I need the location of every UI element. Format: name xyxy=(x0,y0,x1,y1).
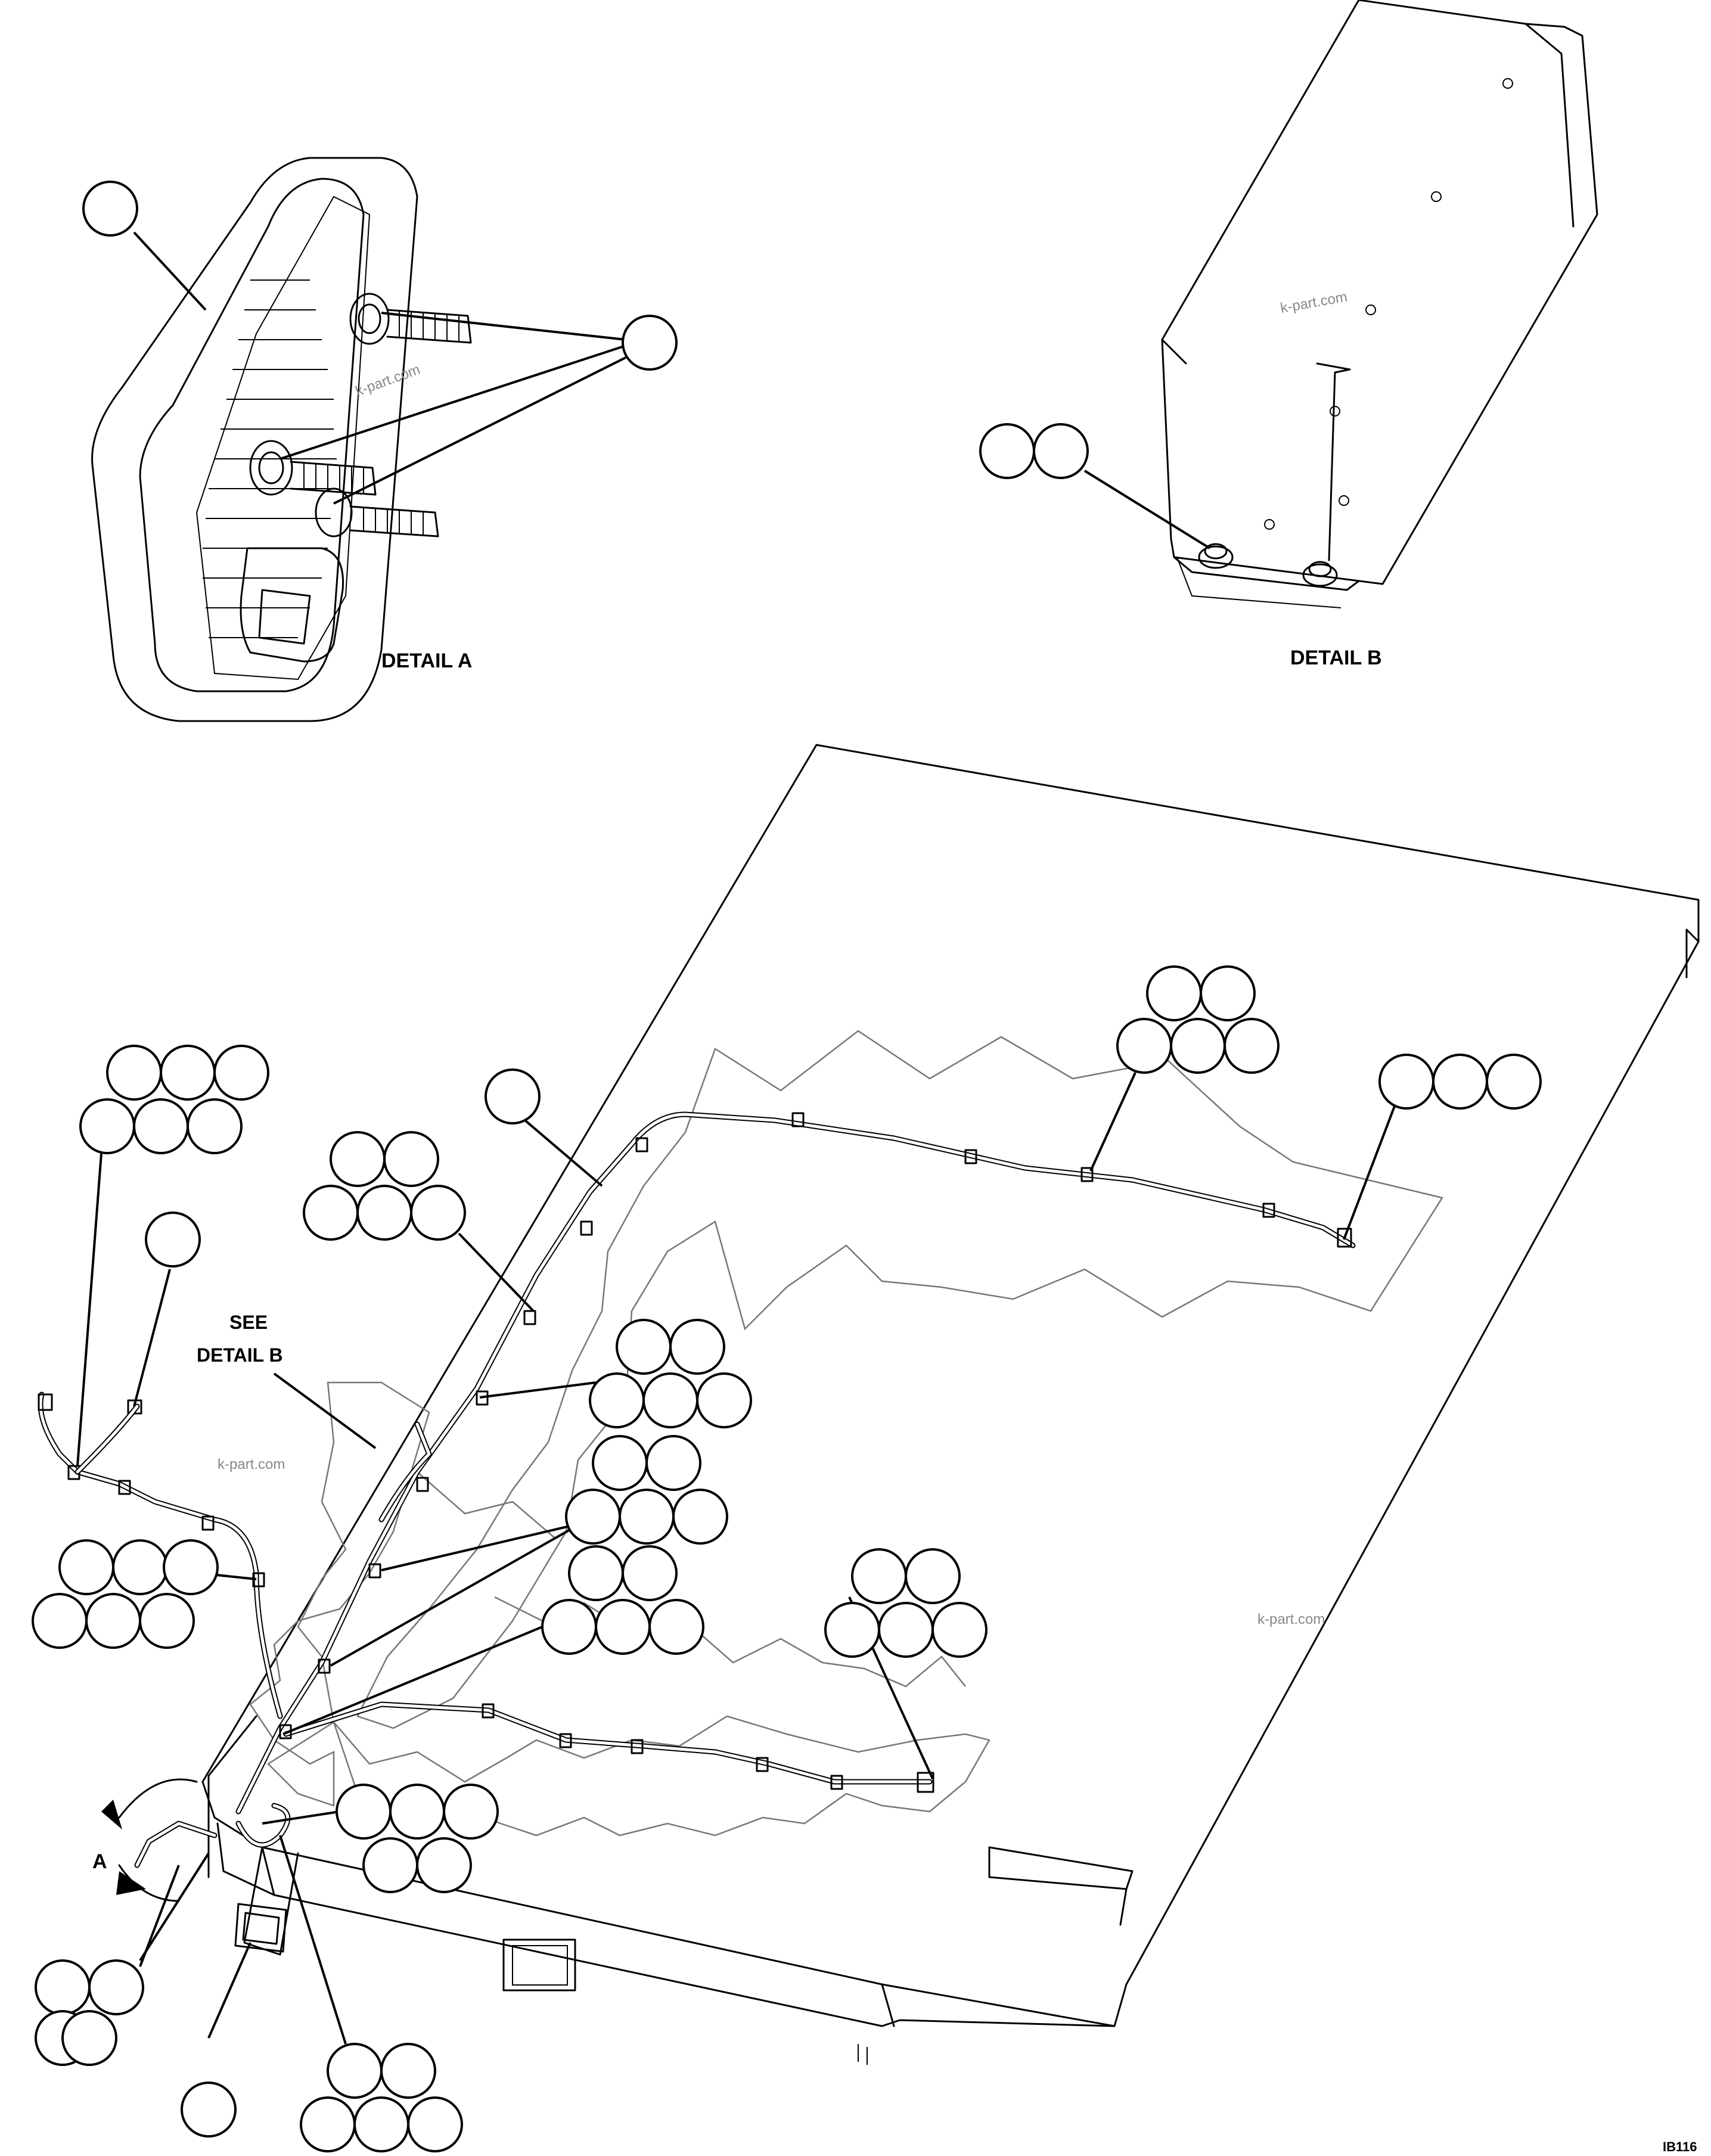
stud-lower xyxy=(315,487,439,538)
detail-a-label: DETAIL A xyxy=(381,650,472,672)
detail-b-label: DETAIL B xyxy=(1290,647,1382,669)
view-arrow-a: A xyxy=(92,1778,198,1902)
rear-connector-callout xyxy=(1378,1054,1542,1110)
drawing-number: IB116 xyxy=(1663,2139,1697,2154)
lamp-mount-callout xyxy=(35,1959,144,2066)
harness-tie-a-callout xyxy=(589,1319,752,1428)
platform-deck xyxy=(201,744,1700,2065)
detail-b-bolt-1 xyxy=(1198,543,1234,569)
stud-upper xyxy=(349,293,472,345)
harness-tie-c-callout xyxy=(541,1545,704,1655)
callout-bubbles xyxy=(32,181,1542,2152)
see-detail-b-line2: DETAIL B xyxy=(197,1344,283,1366)
leader-lines xyxy=(76,231,1402,2045)
upper-left-harness-callout xyxy=(79,1045,269,1154)
lamp-connector xyxy=(240,547,344,663)
harness-main-callout xyxy=(485,1068,541,1124)
upper-left-branch-callout xyxy=(145,1211,201,1267)
detail-a-housing-callout xyxy=(82,181,138,237)
lamp-ground-callout xyxy=(336,1784,499,1893)
watermark-2: k-part.com xyxy=(353,361,423,399)
rear-tail-lamp xyxy=(234,1903,287,1953)
harness-tie-b-callout xyxy=(565,1435,728,1545)
lamp-fins xyxy=(203,279,337,638)
watermark-1: k-part.com xyxy=(1279,289,1348,316)
deck-access-plate xyxy=(502,1938,576,1992)
detail-a-lamp: DETAIL A xyxy=(91,157,472,722)
watermark-3: k-part.com xyxy=(218,1456,285,1472)
detail-b-box: DETAIL B xyxy=(1161,0,1598,669)
watermark-4: k-part.com xyxy=(1257,1611,1325,1627)
lower-hardware-callout xyxy=(300,2043,463,2152)
view-arrow-label: A xyxy=(92,1850,107,1873)
harness-clip-upper-callout xyxy=(303,1131,466,1241)
see-detail-b-note: SEE DETAIL B xyxy=(197,1312,377,1449)
cutaway-outlines xyxy=(249,1030,1443,1837)
lamp-single-callout xyxy=(181,2082,237,2138)
detail-b-bolt-2 xyxy=(1302,561,1338,587)
front-branch-clip-callout xyxy=(824,1548,988,1658)
rear-harness-clip-callout xyxy=(1116,965,1280,1074)
left-harness-clip-callout xyxy=(32,1539,219,1649)
detail-a-stud-nut-callout xyxy=(622,315,678,371)
wire-harness xyxy=(38,1111,1356,1868)
stud-middle xyxy=(249,440,377,496)
detail-b-bolt-callout xyxy=(979,423,1089,479)
see-detail-b-line1: SEE xyxy=(229,1312,268,1333)
